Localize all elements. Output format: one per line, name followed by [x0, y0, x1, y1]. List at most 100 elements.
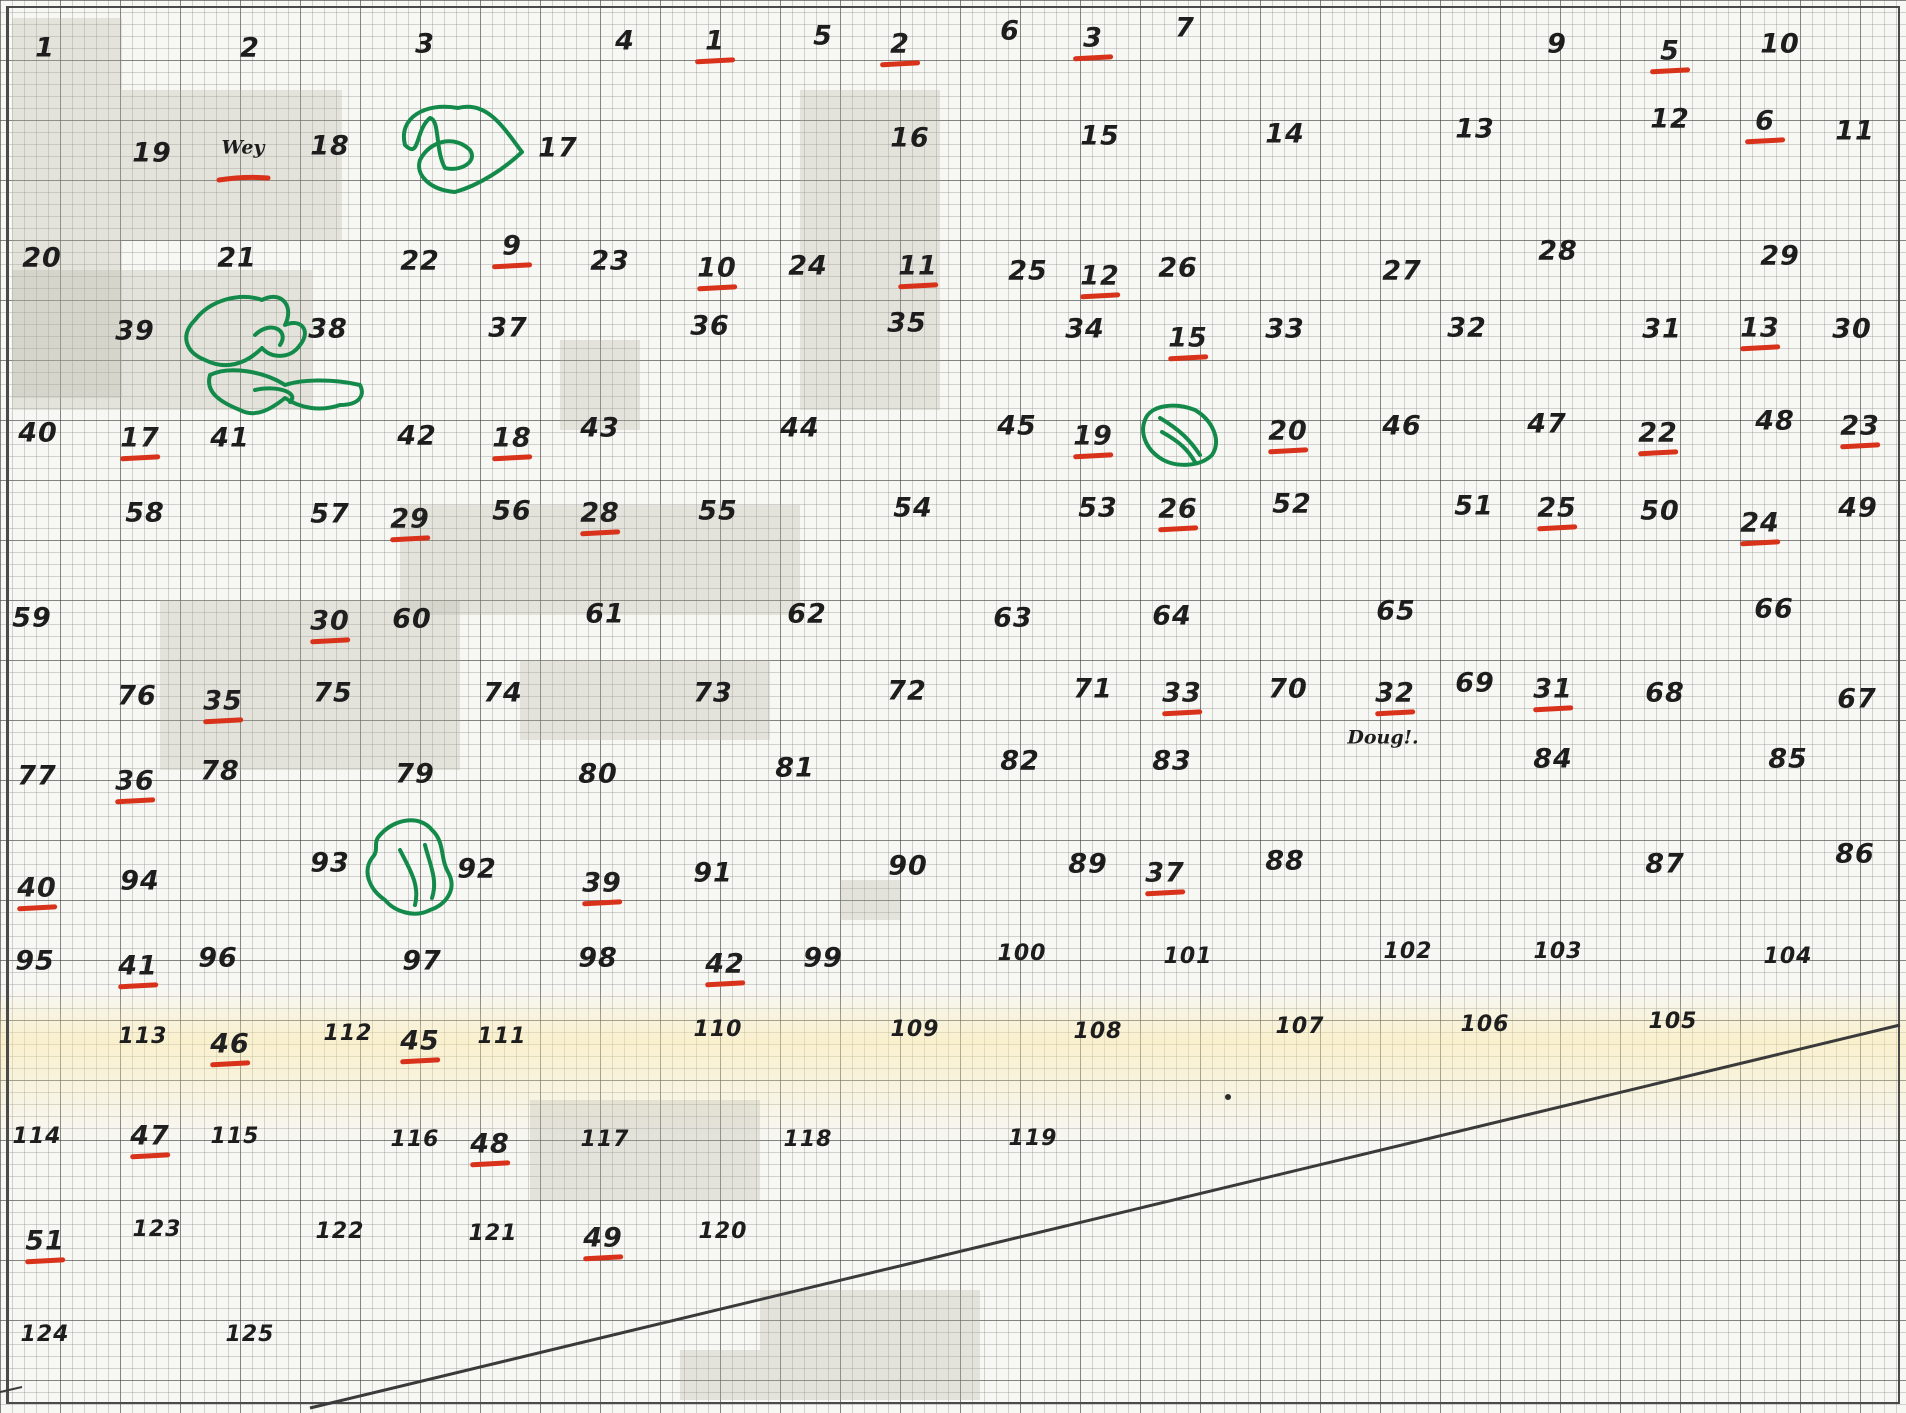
plot-number-66[interactable]: 66: [1750, 591, 1798, 626]
plot-number-47[interactable]: 47: [1523, 406, 1571, 441]
plot-number-1[interactable]: 1: [31, 30, 59, 65]
plot-number-65[interactable]: 65: [1372, 593, 1420, 628]
plot-number-82[interactable]: 82: [996, 743, 1044, 778]
plot-number-117[interactable]: 117: [577, 1125, 634, 1154]
plot-number-93[interactable]: 93: [306, 845, 354, 880]
plot-number-113[interactable]: 113: [115, 1022, 172, 1051]
plot-number-2[interactable]: 2: [236, 30, 264, 65]
marked-plot-11[interactable]: 11: [894, 248, 942, 283]
plot-number-53[interactable]: 53: [1074, 490, 1122, 525]
plot-number-40[interactable]: 40: [14, 415, 62, 450]
plot-number-84[interactable]: 84: [1529, 741, 1577, 776]
plot-number-81[interactable]: 81: [771, 750, 819, 785]
plot-number-78[interactable]: 78: [196, 753, 244, 788]
marked-plot-6[interactable]: 6: [1751, 103, 1779, 138]
plot-number-75[interactable]: 75: [309, 675, 357, 710]
plot-number-51[interactable]: 51: [1450, 488, 1498, 523]
plot-number-50[interactable]: 50: [1636, 493, 1684, 528]
marked-plot-23[interactable]: 23: [1836, 408, 1884, 443]
plot-number-62[interactable]: 62: [783, 596, 831, 631]
marked-plot-22[interactable]: 22: [1634, 415, 1682, 450]
plot-number-26[interactable]: 26: [1154, 250, 1202, 285]
plot-number-110[interactable]: 110: [690, 1015, 747, 1044]
marked-plot-20[interactable]: 20: [1264, 413, 1312, 448]
plot-number-15[interactable]: 15: [1076, 118, 1124, 153]
plot-number-116[interactable]: 116: [387, 1125, 444, 1154]
marked-plot-5[interactable]: 5: [1656, 33, 1684, 68]
marked-plot-40[interactable]: 40: [13, 870, 61, 905]
plot-number-20[interactable]: 20: [18, 240, 66, 275]
plot-number-39[interactable]: 39: [111, 313, 159, 348]
plot-number-73[interactable]: 73: [689, 675, 737, 710]
plot-number-89[interactable]: 89: [1064, 846, 1112, 881]
plot-number-17[interactable]: 17: [534, 130, 582, 165]
plot-number-79[interactable]: 79: [391, 756, 439, 791]
plot-number-121[interactable]: 121: [465, 1219, 522, 1248]
plot-number-115[interactable]: 115: [207, 1122, 264, 1151]
plot-number-19[interactable]: 19: [128, 135, 176, 170]
plot-number-97[interactable]: 97: [398, 943, 446, 978]
plot-number-95[interactable]: 95: [11, 943, 59, 978]
marked-plot-17[interactable]: 17: [116, 420, 164, 455]
plot-number-11[interactable]: 11: [1831, 113, 1879, 148]
plot-number-124[interactable]: 124: [17, 1320, 74, 1349]
plot-number-22[interactable]: 22: [396, 243, 444, 278]
plot-number-90[interactable]: 90: [884, 848, 932, 883]
plot-number-33[interactable]: 33: [1261, 311, 1309, 346]
plot-number-118[interactable]: 118: [780, 1125, 837, 1154]
plot-number-107[interactable]: 107: [1272, 1012, 1329, 1041]
plot-number-122[interactable]: 122: [312, 1217, 369, 1246]
plot-number-36[interactable]: 36: [686, 308, 734, 343]
plot-number-37[interactable]: 37: [484, 310, 532, 345]
marked-plot-47[interactable]: 47: [126, 1118, 174, 1153]
marked-plot-15[interactable]: 15: [1164, 320, 1212, 355]
plot-number-16[interactable]: 16: [886, 120, 934, 155]
plot-number-3[interactable]: 3: [411, 26, 439, 61]
marked-plot-26[interactable]: 26: [1154, 491, 1202, 526]
plot-number-24[interactable]: 24: [784, 248, 832, 283]
plot-number-74[interactable]: 74: [479, 675, 527, 710]
plot-number-103[interactable]: 103: [1530, 937, 1587, 966]
plot-number-58[interactable]: 58: [121, 495, 169, 530]
plot-number-54[interactable]: 54: [889, 490, 937, 525]
marked-plot-2[interactable]: 2: [886, 26, 914, 61]
marked-plot-41[interactable]: 41: [114, 948, 162, 983]
plot-number-31[interactable]: 31: [1638, 311, 1686, 346]
plot-number-69[interactable]: 69: [1451, 665, 1499, 700]
plot-number-28[interactable]: 28: [1534, 233, 1582, 268]
marked-plot-31[interactable]: 31: [1529, 671, 1577, 706]
marked-plot-36[interactable]: 36: [111, 763, 159, 798]
marked-plot-10[interactable]: 10: [693, 250, 741, 285]
marked-plot-13[interactable]: 13: [1736, 310, 1784, 345]
marked-plot-39[interactable]: 39: [578, 865, 626, 900]
plot-number-34[interactable]: 34: [1061, 311, 1109, 346]
plot-number-18[interactable]: 18: [306, 128, 354, 163]
plot-number-63[interactable]: 63: [989, 600, 1037, 635]
plot-number-56[interactable]: 56: [488, 493, 536, 528]
plot-number-43[interactable]: 43: [576, 410, 624, 445]
marked-plot-28[interactable]: 28: [576, 495, 624, 530]
marked-plot-24[interactable]: 24: [1736, 505, 1784, 540]
marked-plot-19[interactable]: 19: [1069, 418, 1117, 453]
plot-number-27[interactable]: 27: [1378, 253, 1426, 288]
plot-number-125[interactable]: 125: [222, 1320, 279, 1349]
marked-plot-45[interactable]: 45: [396, 1023, 444, 1058]
plot-number-64[interactable]: 64: [1148, 598, 1196, 633]
plot-number-44[interactable]: 44: [776, 410, 824, 445]
plot-number-29[interactable]: 29: [1756, 238, 1804, 273]
plot-number-46[interactable]: 46: [1378, 408, 1426, 443]
plot-number-61[interactable]: 61: [581, 596, 629, 631]
plot-number-30[interactable]: 30: [1828, 311, 1876, 346]
marked-plot-3[interactable]: 3: [1079, 20, 1107, 55]
plot-number-77[interactable]: 77: [13, 758, 61, 793]
marked-plot-42[interactable]: 42: [701, 946, 749, 981]
plot-number-52[interactable]: 52: [1268, 486, 1316, 521]
marked-plot-35[interactable]: 35: [199, 683, 247, 718]
plot-number-48[interactable]: 48: [1751, 403, 1799, 438]
plot-number-119[interactable]: 119: [1005, 1124, 1062, 1153]
plot-number-111[interactable]: 111: [474, 1022, 531, 1051]
plot-number-80[interactable]: 80: [574, 756, 622, 791]
plot-number-72[interactable]: 72: [883, 673, 931, 708]
marked-plot-12[interactable]: 12: [1076, 258, 1124, 293]
plot-number-102[interactable]: 102: [1380, 937, 1437, 966]
